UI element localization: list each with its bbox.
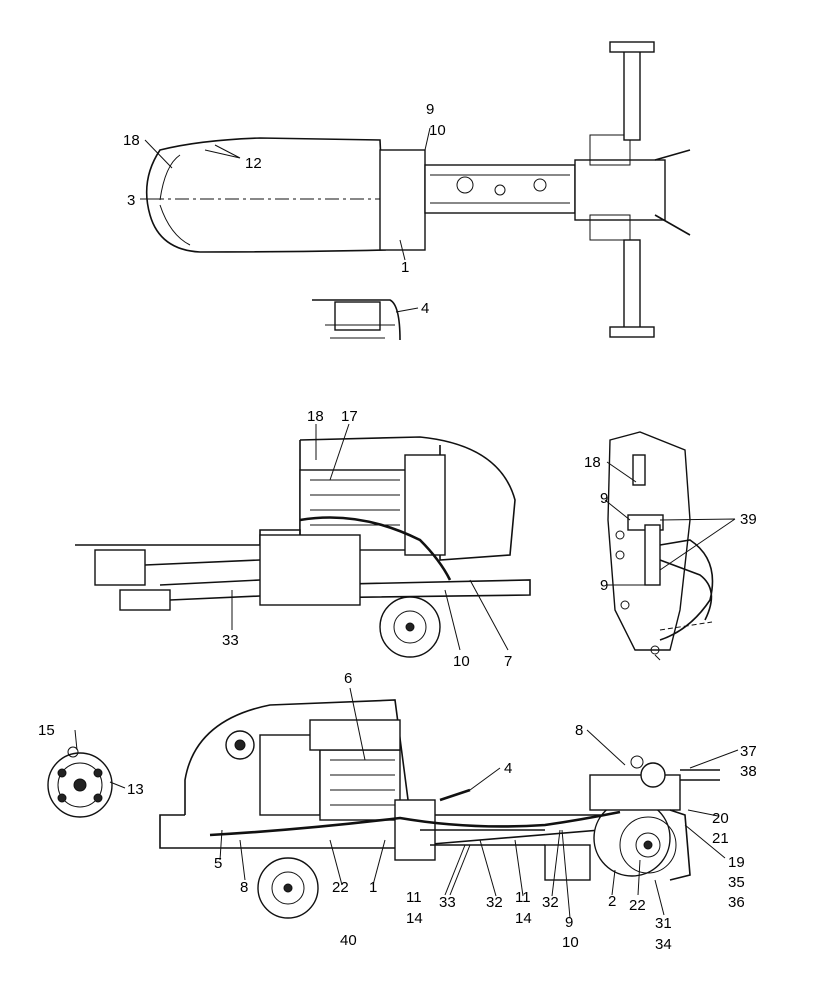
callout-18: 18 bbox=[123, 132, 140, 149]
callout-1: 1 bbox=[369, 879, 377, 896]
rear-detail bbox=[607, 431, 714, 655]
callout-8: 8 bbox=[575, 722, 583, 739]
right-side-view bbox=[75, 436, 531, 658]
callout-10: 10 bbox=[562, 934, 579, 951]
callout-9: 9 bbox=[600, 577, 608, 594]
callout-9: 9 bbox=[426, 101, 434, 118]
callout-38: 38 bbox=[740, 763, 757, 780]
callout-9: 9 bbox=[600, 490, 608, 507]
callout-34: 34 bbox=[655, 936, 672, 953]
callout-22: 22 bbox=[332, 879, 349, 896]
callout-11: 11 bbox=[515, 889, 531, 906]
callout-17: 17 bbox=[341, 408, 358, 425]
callout-35: 35 bbox=[728, 874, 745, 891]
callout-33: 33 bbox=[439, 894, 456, 911]
callout-4: 4 bbox=[421, 300, 429, 317]
callout-10: 10 bbox=[453, 653, 470, 670]
callout-32: 32 bbox=[542, 894, 559, 911]
callout-5: 5 bbox=[214, 855, 222, 872]
alternator-detail bbox=[47, 746, 113, 818]
callout-20: 20 bbox=[712, 810, 729, 827]
left-side-view bbox=[159, 699, 720, 919]
callout-18: 18 bbox=[307, 408, 324, 425]
callout-8: 8 bbox=[240, 879, 248, 896]
top-view bbox=[145, 41, 691, 341]
callout-6: 6 bbox=[344, 670, 352, 687]
callout-33: 33 bbox=[222, 632, 239, 649]
callout-36: 36 bbox=[728, 894, 745, 911]
callout-22: 22 bbox=[629, 897, 646, 914]
callout-13: 13 bbox=[127, 781, 144, 798]
callout-4: 4 bbox=[504, 760, 512, 777]
callout-7: 7 bbox=[504, 653, 512, 670]
callout-18: 18 bbox=[584, 454, 601, 471]
callout-37: 37 bbox=[740, 743, 757, 760]
callout-14: 14 bbox=[515, 910, 532, 927]
callout-39: 39 bbox=[740, 511, 757, 528]
callout-labels: 18 12 3 9 10 1 4 18 17 33 10 7 18 9 39 9… bbox=[38, 101, 757, 953]
callout-14: 14 bbox=[406, 910, 423, 927]
callout-32: 32 bbox=[486, 894, 503, 911]
callout-21: 21 bbox=[712, 830, 729, 847]
callout-12: 12 bbox=[245, 155, 262, 172]
callout-11: 11 bbox=[406, 889, 422, 906]
leader-lines bbox=[74, 127, 739, 919]
callout-31: 31 bbox=[655, 915, 672, 932]
callout-1: 1 bbox=[401, 259, 409, 276]
callout-10: 10 bbox=[429, 122, 446, 139]
callout-40: 40 bbox=[340, 932, 357, 949]
callout-19: 19 bbox=[728, 854, 745, 871]
callout-9: 9 bbox=[565, 914, 573, 931]
callout-3: 3 bbox=[127, 192, 135, 209]
callout-2: 2 bbox=[608, 893, 616, 910]
callout-15: 15 bbox=[38, 722, 55, 739]
